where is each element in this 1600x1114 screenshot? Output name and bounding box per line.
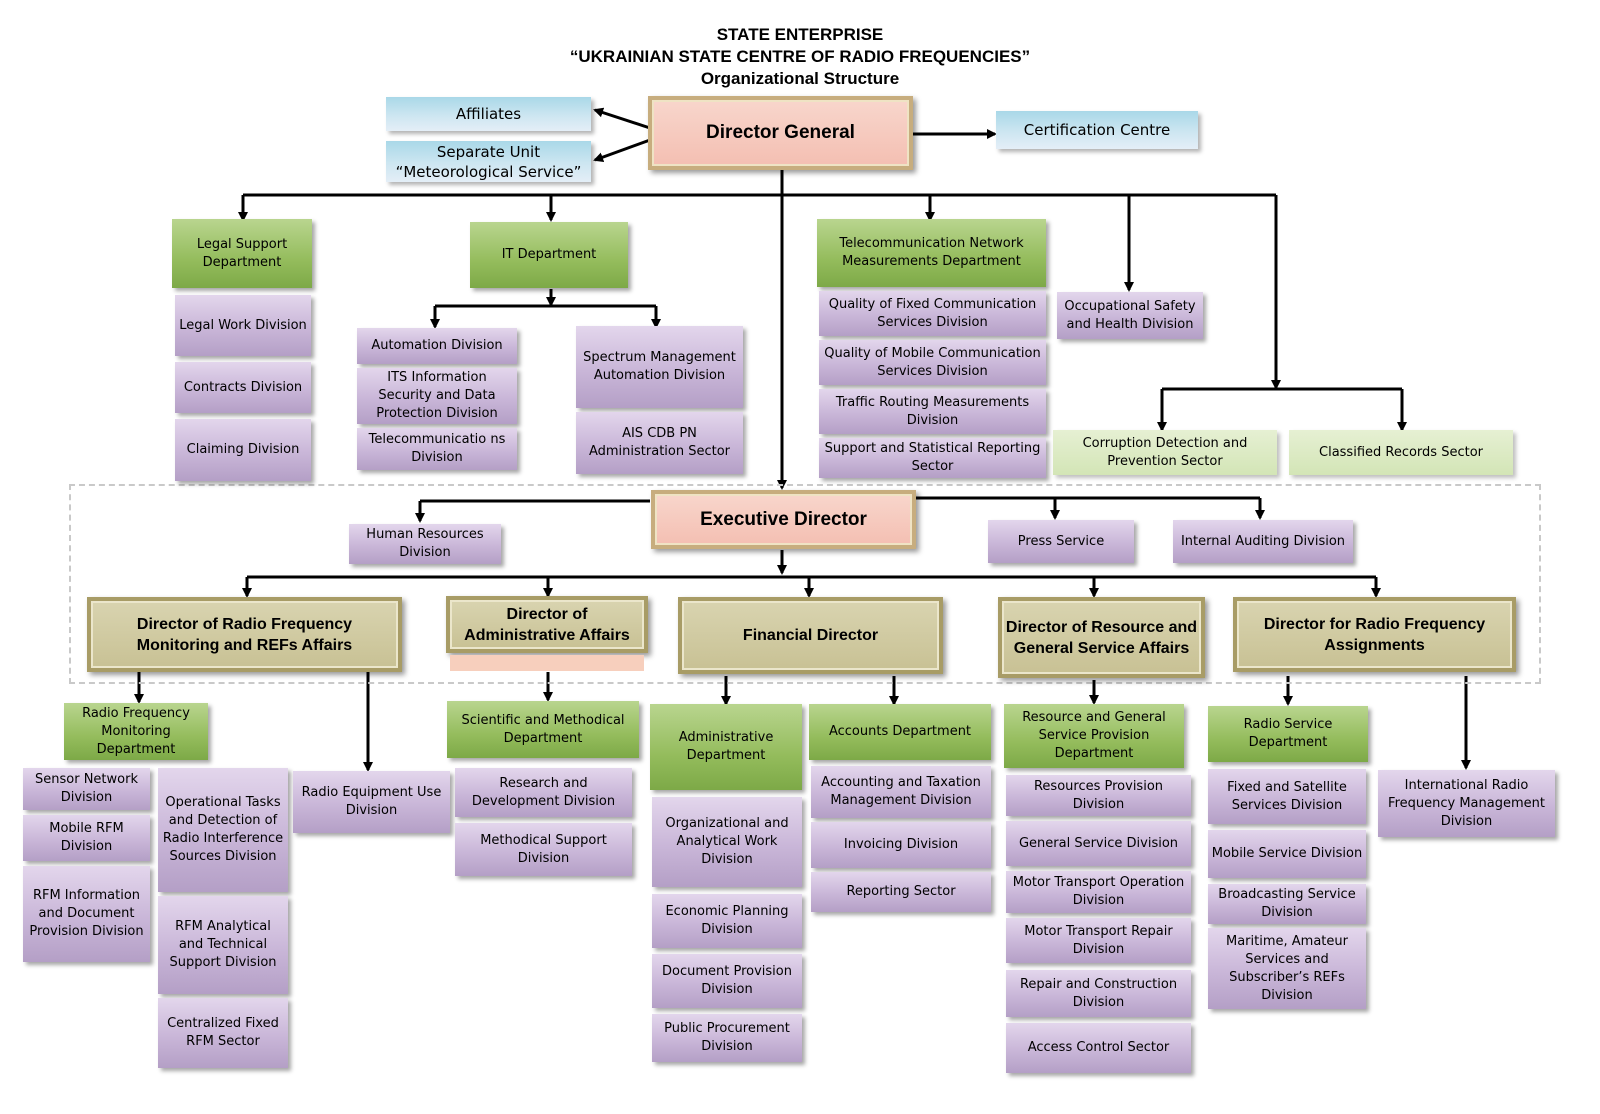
director-general: Director General — [648, 96, 913, 170]
human-resources-division: Human Resources Division — [349, 524, 501, 564]
radio-equipment-use-division: Radio Equipment Use Division — [293, 771, 450, 833]
director-rf-assignments: Director for Radio Frequency Assignments — [1233, 597, 1516, 672]
claiming-division: Claiming Division — [175, 419, 311, 481]
centralized-fixed-rfm-sector: Centralized Fixed RFM Sector — [158, 998, 288, 1068]
fixed-satellite-services-division: Fixed and Satellite Services Division — [1208, 769, 1366, 824]
sensor-network-division: Sensor Network Division — [23, 768, 150, 810]
corruption-detection-prevention-sector: Corruption Detection and Prevention Sect… — [1053, 430, 1277, 475]
rfm-analytical-technical-division: RFM Analytical and Technical Support Div… — [158, 896, 288, 994]
telecommunication-network-measurements-department: Telecommunication Network Measurements D… — [817, 219, 1046, 287]
separate-unit-meteorological: Separate Unit “Meteorological Service” — [386, 141, 591, 182]
classified-records-sector: Classified Records Sector — [1289, 430, 1513, 475]
scientific-methodical-department: Scientific and Methodical Department — [447, 701, 639, 758]
operational-tasks-detection-division: Operational Tasks and Detection of Radio… — [158, 768, 288, 892]
repair-construction-division: Repair and Construction Division — [1006, 970, 1191, 1017]
mobile-rfm-division: Mobile RFM Division — [23, 815, 150, 861]
it-department: IT Department — [470, 222, 628, 288]
automation-division: Automation Division — [357, 328, 517, 364]
support-statistical-reporting-sector: Support and Statistical Reporting Sector — [819, 438, 1046, 478]
executive-dashed-frame — [69, 484, 1541, 684]
internal-auditing-division: Internal Auditing Division — [1173, 520, 1353, 563]
radio-service-department: Radio Service Department — [1208, 706, 1368, 762]
organizational-analytical-division: Organizational and Analytical Work Divis… — [652, 797, 802, 887]
director-rf-monitoring: Director of Radio Frequency Monitoring a… — [87, 597, 402, 672]
accounting-taxation-division: Accounting and Taxation Management Divis… — [811, 766, 991, 818]
director-resource-general-service: Director of Resource and General Service… — [998, 597, 1205, 678]
invoicing-division: Invoicing Division — [811, 822, 991, 868]
its-information-security-division: ITS Information Security and Data Protec… — [357, 368, 517, 424]
broadcasting-service-division: Broadcasting Service Division — [1208, 884, 1366, 924]
chart-title-line-3: Organizational Structure — [700, 69, 900, 88]
quality-mobile-communication-division: Quality of Mobile Communication Services… — [819, 340, 1046, 385]
legal-support-department: Legal Support Department — [172, 219, 312, 288]
general-service-division: General Service Division — [1006, 821, 1191, 866]
administrative-department: Administrative Department — [650, 704, 802, 790]
telecommunications-division: Telecommunicatio ns Division — [357, 428, 517, 470]
link-affiliates — [593, 107, 651, 130]
motor-transport-repair-division: Motor Transport Repair Division — [1006, 918, 1191, 963]
public-procurement-division: Public Procurement Division — [652, 1014, 802, 1062]
economic-planning-division: Economic Planning Division — [652, 894, 802, 948]
affiliates: Affiliates — [386, 97, 591, 131]
reporting-sector: Reporting Sector — [811, 872, 991, 912]
executive-director: Executive Director — [651, 490, 916, 549]
certification-centre: Certification Centre — [996, 111, 1198, 149]
document-provision-division: Document Provision Division — [652, 954, 802, 1008]
research-development-division: Research and Development Division — [455, 768, 632, 817]
international-rf-management-division: International Radio Frequency Management… — [1378, 770, 1555, 837]
rf-monitoring-department: Radio Frequency Monitoring Department — [64, 703, 208, 760]
chart-title-line-2: “UKRAINIAN STATE CENTRE OF RADIO FREQUEN… — [569, 47, 1031, 66]
financial-director: Financial Director — [678, 597, 943, 674]
access-control-sector: Access Control Sector — [1006, 1023, 1191, 1073]
legal-work-division: Legal Work Division — [175, 295, 311, 356]
mobile-service-division: Mobile Service Division — [1208, 830, 1366, 878]
administrative-accent-bar — [450, 655, 644, 671]
traffic-routing-measurements-division: Traffic Routing Measurements Division — [819, 389, 1046, 434]
contracts-division: Contracts Division — [175, 362, 311, 413]
chart-title-line-1: STATE ENTERPRISE — [716, 25, 884, 44]
quality-fixed-communication-division: Quality of Fixed Communication Services … — [819, 291, 1046, 336]
rfm-information-document-division: RFM Information and Document Provision D… — [23, 866, 150, 962]
ais-cdb-pn-administration-sector: AIS CDB PN Administration Sector — [576, 412, 743, 474]
methodical-support-division: Methodical Support Division — [455, 823, 632, 876]
maritime-amateur-services-division: Maritime, Amateur Services and Subscribe… — [1208, 928, 1366, 1009]
press-service: Press Service — [988, 520, 1134, 563]
occupational-safety-health-division: Occupational Safety and Health Division — [1057, 292, 1203, 339]
spectrum-management-automation-division: Spectrum Management Automation Division — [576, 326, 743, 408]
accounts-department: Accounts Department — [809, 704, 991, 760]
resources-provision-division: Resources Provision Division — [1006, 775, 1191, 816]
director-administrative-affairs: Director of Administrative Affairs — [446, 596, 648, 653]
link-separate-unit — [593, 138, 651, 162]
motor-transport-operation-division: Motor Transport Operation Division — [1006, 871, 1191, 913]
resource-general-service-department: Resource and General Service Provision D… — [1004, 704, 1184, 768]
